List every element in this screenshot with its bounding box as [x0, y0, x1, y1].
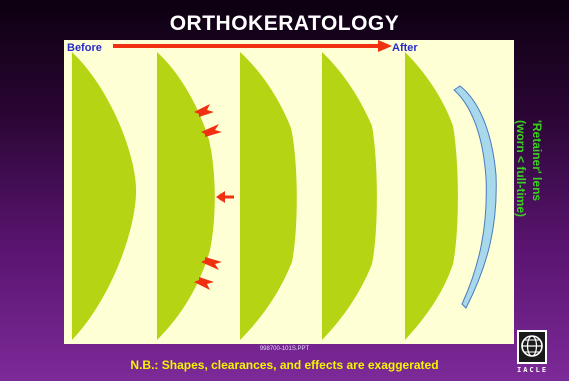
retainer-caption-line1: 'Retainer' lens: [530, 120, 544, 201]
cornea-profile-2: [157, 52, 215, 340]
retainer-lens: [454, 86, 496, 308]
progression-arrow: [113, 40, 392, 52]
cornea-profile-5: [405, 52, 458, 340]
cornea-profile-4: [322, 52, 377, 340]
footer-note: N.B.: Shapes, clearances, and effects ar…: [0, 358, 569, 372]
retainer-caption: 'Retainer' lens (worn < full-time): [502, 120, 562, 280]
cornea-profile-3: [240, 52, 297, 340]
retainer-caption-line2: (worn < full-time): [514, 120, 528, 217]
reference-code: 998700-101S.PPT: [0, 346, 569, 352]
logo-text: IACLE: [517, 366, 547, 374]
cornea-profile-1: [72, 52, 136, 340]
